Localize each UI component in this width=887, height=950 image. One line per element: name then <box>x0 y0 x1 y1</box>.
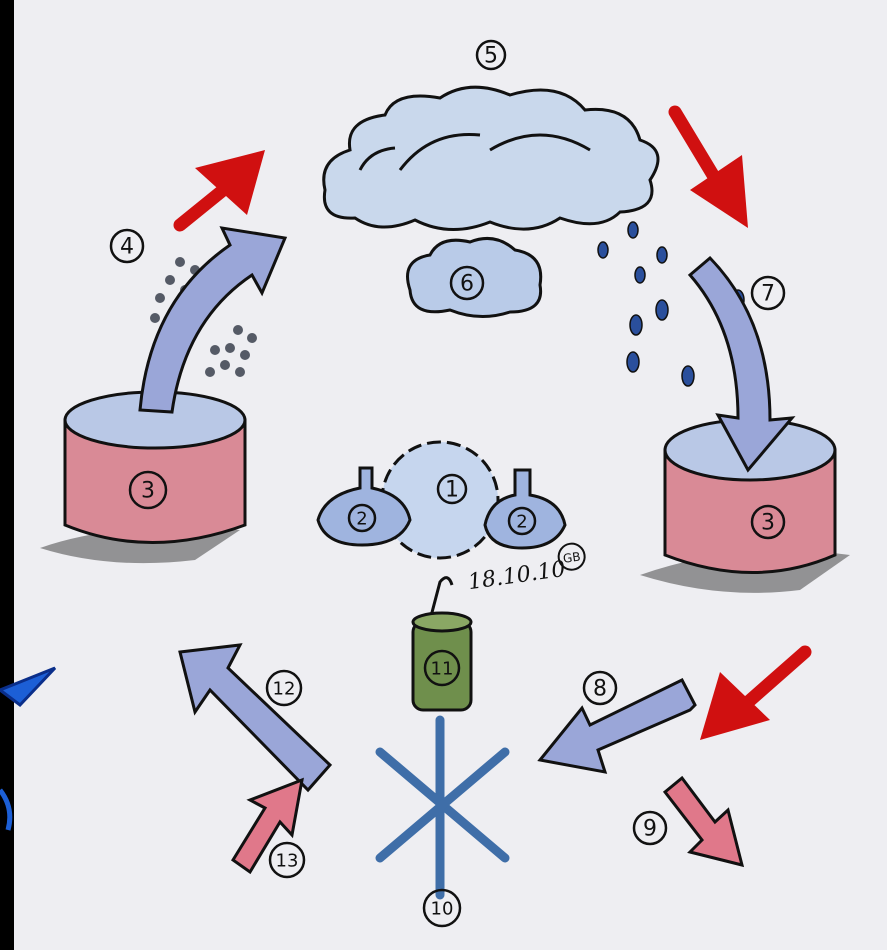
svg-text:13: 13 <box>276 851 299 872</box>
svg-text:GB: GB <box>562 550 581 566</box>
svg-text:10: 10 <box>431 899 454 920</box>
svg-text:1: 1 <box>445 478 459 503</box>
svg-text:6: 6 <box>460 272 474 297</box>
svg-text:12: 12 <box>273 679 296 700</box>
svg-text:4: 4 <box>120 235 134 260</box>
svg-text:3: 3 <box>141 479 155 504</box>
svg-text:11: 11 <box>431 659 454 680</box>
svg-text:3: 3 <box>761 511 775 536</box>
svg-text:9: 9 <box>643 817 657 842</box>
svg-text:2: 2 <box>356 509 367 530</box>
svg-text:5: 5 <box>484 44 498 69</box>
svg-text:8: 8 <box>593 677 607 702</box>
svg-text:2: 2 <box>516 512 527 533</box>
svg-text:7: 7 <box>761 282 775 307</box>
